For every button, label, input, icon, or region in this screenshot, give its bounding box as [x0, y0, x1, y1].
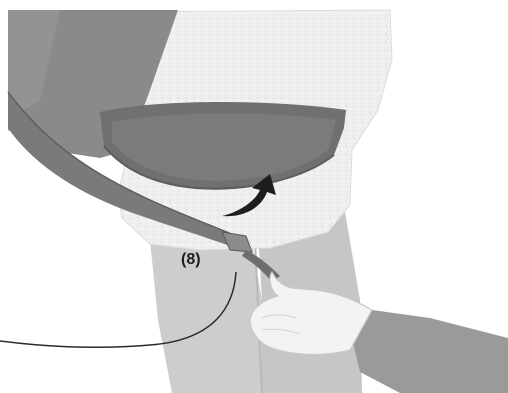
- callout-label: (8): [181, 252, 201, 268]
